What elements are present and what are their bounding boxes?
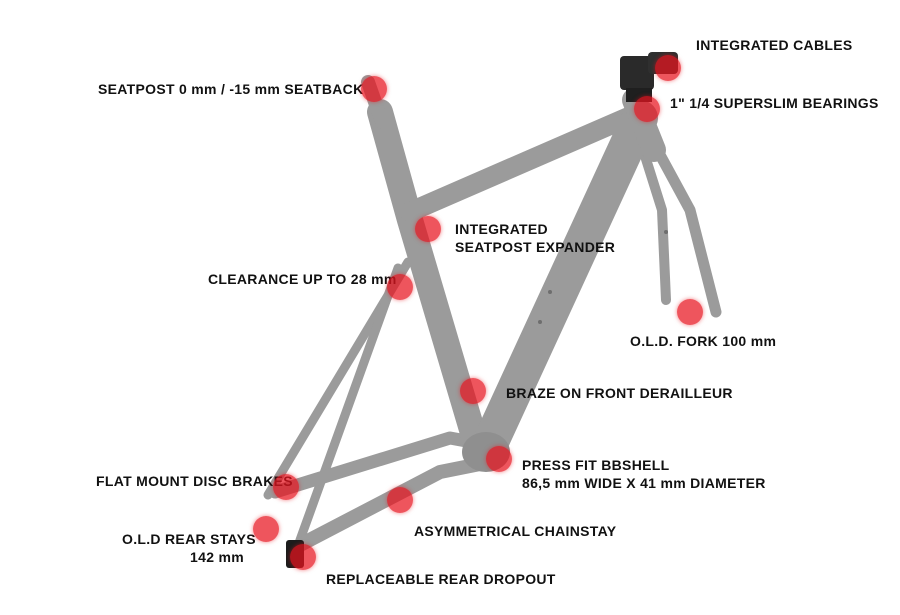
fork-blade-left <box>635 135 671 305</box>
hotspot-old-fork[interactable] <box>677 299 703 325</box>
callout-seatpost-expander-line1: INTEGRATED <box>455 221 548 237</box>
callout-seatpost: SEATPOST 0 mm / -15 mm SEATBACK <box>98 81 364 97</box>
callout-seatpost-expander-line2: SEATPOST EXPANDER <box>455 239 616 255</box>
callout-seatpost-expander: INTEGRATED SEATPOST EXPANDER <box>455 220 615 256</box>
down-tube <box>470 100 658 466</box>
callout-integrated-cables: INTEGRATED CABLES <box>696 37 853 53</box>
callout-disc-brakes: FLAT MOUNT DISC BRAKES <box>96 473 293 489</box>
hotspot-chainstay[interactable] <box>387 487 413 513</box>
callout-chainstay: ASYMMETRICAL CHAINSTAY <box>414 523 617 539</box>
callout-bbshell-line1: PRESS FIT BBSHELL <box>522 457 670 473</box>
hotspot-superslim-bearings[interactable] <box>634 96 660 122</box>
callout-superslim-bearings: 1" 1/4 SUPERSLIM BEARINGS <box>670 95 879 111</box>
hotspot-rear-dropout[interactable] <box>290 544 316 570</box>
callout-bbshell-line2: 86,5 mm WIDE X 41 mm DIAMETER <box>522 475 766 491</box>
callout-rear-stays-line2: 142 mm <box>190 549 244 565</box>
hotspot-bbshell[interactable] <box>486 446 512 472</box>
hotspot-rear-stays[interactable] <box>253 516 279 542</box>
top-tube <box>400 102 650 222</box>
hotspot-integrated-cables[interactable] <box>655 55 681 81</box>
callout-rear-stays-line1: O.L.D REAR STAYS <box>122 531 256 547</box>
hotspot-clearance[interactable] <box>387 274 413 300</box>
seat-stay-right <box>295 263 403 545</box>
callout-front-derailleur: BRAZE ON FRONT DERAILLEUR <box>506 385 733 401</box>
callout-bbshell: PRESS FIT BBSHELL 86,5 mm WIDE X 41 mm D… <box>522 456 766 492</box>
callout-old-fork: O.L.D. FORK 100 mm <box>630 333 777 349</box>
callout-clearance: CLEARANCE UP TO 28 mm <box>208 271 397 287</box>
down-tube-bolts <box>538 230 668 324</box>
hotspot-seatpost[interactable] <box>361 76 387 102</box>
callout-rear-dropout: REPLACEABLE REAR DROPOUT <box>326 571 556 587</box>
hotspot-disc-brakes[interactable] <box>273 474 299 500</box>
hotspot-front-derailleur[interactable] <box>460 378 486 404</box>
fork-blade-right <box>646 134 722 318</box>
callout-rear-stays: O.L.D REAR STAYS 142 mm <box>122 530 256 566</box>
hotspot-seatpost-expander[interactable] <box>415 216 441 242</box>
